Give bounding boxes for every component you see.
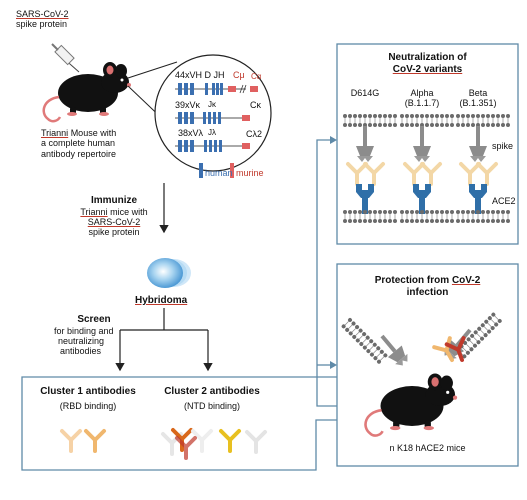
immunize-line1: mice with [107, 206, 148, 217]
kappa-j-label: Jκ [208, 100, 216, 109]
screen-line1: for binding and [54, 325, 114, 336]
trianni-brand: Trianni [41, 128, 69, 138]
variant-alpha: Alpha (B.1.1.7) [400, 88, 444, 109]
variant-alpha-name: Alpha [410, 88, 434, 98]
trianni-line2: a complete human [41, 138, 116, 149]
cluster1-label: Cluster 1 antibodies (RBD binding) [28, 386, 148, 411]
immunize-line3: spike protein [88, 227, 140, 238]
spike-protein-label: SARS-CoV-2 spike protein [16, 9, 69, 30]
cluster1-title: Cluster 1 antibodies [40, 386, 136, 397]
protection-title-line2: infection [406, 286, 449, 298]
legend-human: human [205, 168, 233, 178]
protection-title-cov2: CoV-2 [451, 275, 481, 286]
kappa-v-label: 39xVκ [175, 100, 201, 110]
trianni-line3: antibody repertoire [41, 148, 117, 159]
gene-locus-circle [154, 54, 272, 178]
trianni-line1: Mouse with [68, 128, 117, 138]
variant-d614g: D614G [350, 88, 380, 98]
syringe-icon [51, 43, 80, 73]
lambda-c-label: Cλ2 [246, 129, 263, 139]
variant-beta-lineage: (B.1.351) [459, 98, 497, 109]
c-mu-label: Cμ [233, 70, 245, 80]
zoom-line-top [127, 61, 178, 79]
immunize-step: Immunize Trianni mice with SARS-CoV-2 sp… [68, 195, 160, 238]
spike-label: spike [492, 141, 514, 151]
hybridoma-cell-icon [147, 258, 191, 288]
kappa-c-label: Cκ [250, 100, 261, 110]
neutralization-title-line1: Neutralization of [388, 52, 467, 63]
c-alpha-label: Cα [251, 72, 262, 81]
spike-label-line2: spike protein [16, 19, 68, 30]
lambda-j-label: Jλ [208, 128, 216, 137]
cluster1-sub: (RBD binding) [59, 400, 117, 411]
immunize-line2: SARS-CoV-2 [87, 216, 141, 227]
screen-title: Screen [77, 314, 111, 325]
ace2-label: ACE2 [492, 196, 516, 206]
trianni-mouse-icon [42, 60, 133, 123]
immunize-title: Immunize [90, 195, 138, 206]
neutralization-title-line2: CoV-2 variants [392, 63, 463, 75]
protection-title-prefix: Protection from [374, 275, 452, 286]
protection-title: Protection from CoV-2 infection [337, 275, 518, 298]
k18-mice-label: n K18 hACE2 mice [389, 443, 466, 453]
variant-beta-name: Beta [468, 88, 488, 98]
heavy-chain-label: 44xVH D JH [175, 70, 225, 80]
variant-beta: Beta (B.1.351) [455, 88, 501, 109]
legend-murine: murine [236, 168, 264, 178]
lambda-v-label: 38xVλ [178, 128, 204, 138]
immunize-brand: Trianni [80, 206, 108, 217]
neutralization-title: Neutralization of CoV-2 variants [337, 52, 518, 75]
variant-alpha-lineage: (B.1.1.7) [404, 98, 440, 109]
spike-label-line1: SARS-CoV-2 [16, 9, 69, 19]
screen-line3: antibodies [60, 346, 102, 357]
cluster2-sub: (NTD binding) [183, 400, 241, 411]
hybridoma-label: Hybridoma [135, 295, 188, 306]
cluster2-label: Cluster 2 antibodies (NTD binding) [152, 386, 272, 411]
screen-line2: neutralizing [58, 335, 105, 346]
trianni-mouse-caption: Trianni Mouse with a complete human anti… [41, 128, 116, 159]
cluster2-title: Cluster 2 antibodies [164, 386, 260, 397]
screen-step: Screen for binding and neutralizing anti… [48, 314, 140, 357]
